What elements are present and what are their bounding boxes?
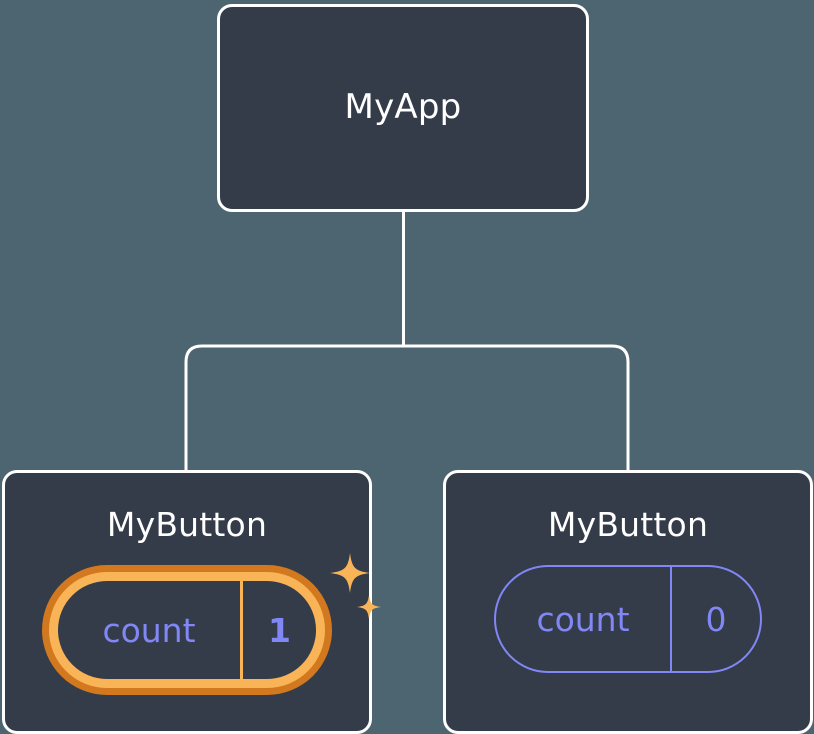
node-myapp[interactable]: MyApp — [217, 4, 589, 212]
state-pill-highlighted[interactable]: count 1 — [42, 565, 332, 695]
node-mybutton-2-label: MyButton — [547, 505, 709, 544]
sparkle-small-icon — [357, 595, 381, 620]
sparkle-large-icon — [330, 553, 370, 594]
state-pill-plain[interactable]: count 0 — [494, 565, 762, 674]
state-pill-wrapper-2: count 0 — [494, 565, 762, 674]
state-pill-inner-ring: count 1 — [49, 572, 325, 689]
state-value-1: 1 — [240, 581, 316, 680]
state-pill-core: count 1 — [58, 581, 316, 680]
connector-child-bus — [184, 344, 630, 470]
state-key-1: count — [102, 610, 196, 650]
state-value-2: 0 — [670, 567, 760, 672]
node-myapp-label: MyApp — [344, 87, 462, 128]
node-mybutton-1-label: MyButton — [106, 505, 268, 544]
state-pill-wrapper-1: count 1 — [42, 553, 381, 695]
node-mybutton-2[interactable]: MyButton count 0 — [443, 470, 813, 734]
node-mybutton-1[interactable]: MyButton count 1 — [2, 470, 381, 734]
sparkles-group — [330, 553, 381, 620]
state-key-2: count — [536, 599, 630, 639]
